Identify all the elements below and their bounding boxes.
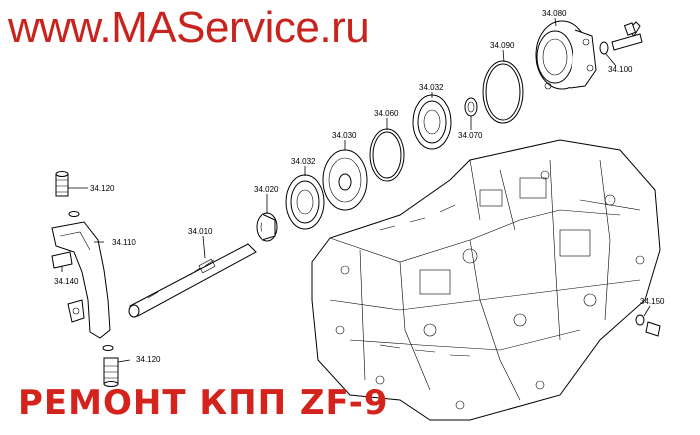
piston-34-032-lower <box>285 174 325 230</box>
callout-34-120-lower: 34.120 <box>136 355 161 364</box>
leader-lines <box>61 17 651 363</box>
bolt-34-120-lower <box>102 345 119 387</box>
callout-34-030: 34.030 <box>332 131 357 140</box>
title-banner: РЕМОНТ КПП ZF-9 <box>18 383 389 423</box>
nut-34-070 <box>464 97 478 117</box>
bolt-34-100 <box>599 21 643 55</box>
pad-34-140 <box>51 251 73 269</box>
bolt-34-120-upper <box>55 171 80 217</box>
cover-34-080 <box>535 20 597 90</box>
callout-34-032-upper: 34.032 <box>419 83 444 92</box>
piston-34-030 <box>322 149 368 211</box>
plug-34-150 <box>635 314 661 337</box>
callout-34-070: 34.070 <box>458 131 483 140</box>
callout-34-120-upper: 34.120 <box>90 184 115 193</box>
callout-34-100: 34.100 <box>608 65 633 74</box>
callout-34-080: 34.080 <box>542 9 567 18</box>
callout-34-150: 34.150 <box>640 297 665 306</box>
o-ring-34-090 <box>482 60 524 124</box>
callout-34-090: 34.090 <box>490 41 515 50</box>
callout-labels: 34.080 34.090 34.100 34.032 34.060 34.07… <box>54 9 665 364</box>
callout-34-020: 34.020 <box>254 185 279 194</box>
shift-rod-34-010 <box>128 243 257 318</box>
seal-ring-34-060 <box>369 128 405 182</box>
piston-34-032-upper <box>412 94 452 150</box>
callout-34-140: 34.140 <box>54 277 79 286</box>
shift-fork-34-110 <box>51 221 111 339</box>
callout-34-032-lower: 34.032 <box>291 157 316 166</box>
sleeve-34-020 <box>256 212 278 242</box>
site-watermark: www.MAService.ru <box>8 3 370 52</box>
callout-34-060: 34.060 <box>374 109 399 118</box>
gearbox-housing <box>311 139 661 421</box>
callout-34-110: 34.110 <box>112 238 136 247</box>
callout-34-010: 34.010 <box>188 227 213 236</box>
